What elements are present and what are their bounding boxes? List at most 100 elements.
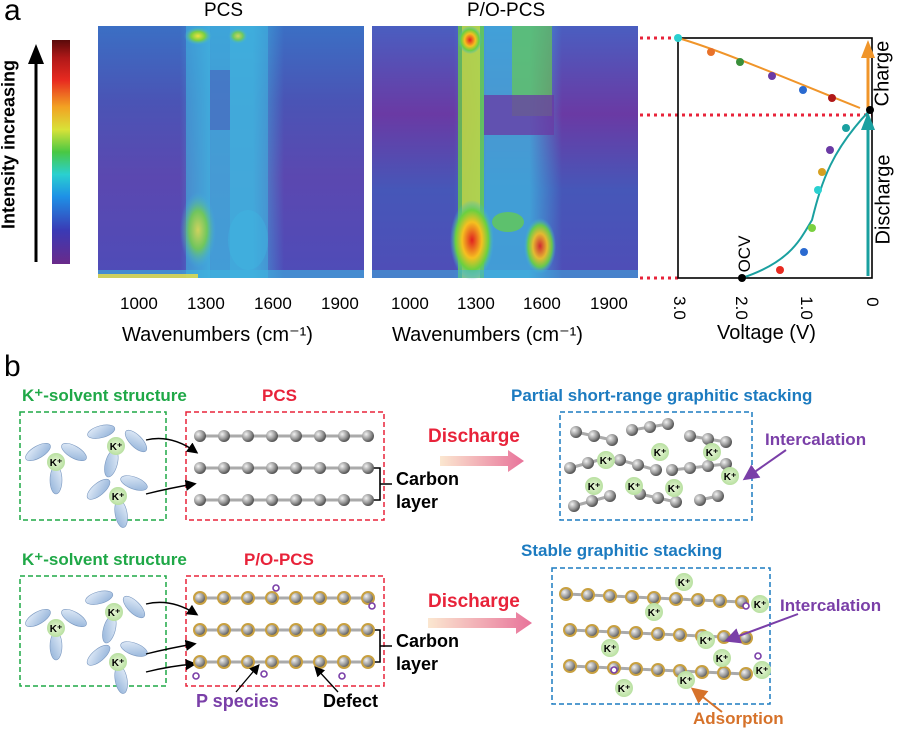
carbon-atom	[670, 496, 682, 508]
carbon-atom	[362, 430, 374, 442]
popcs-tick-1600: 1600	[523, 294, 561, 313]
row2-carbon-box	[185, 575, 385, 687]
carbon-atom	[265, 655, 279, 669]
carbon-atom	[564, 462, 576, 474]
carbon-atom	[717, 666, 731, 680]
carbon-atom	[720, 458, 732, 470]
carbon-atom	[607, 625, 621, 639]
row1-carbon-box	[185, 411, 385, 521]
k-ion	[47, 619, 65, 637]
pcs-tick-1300: 1300	[187, 294, 225, 313]
carbon-atom	[314, 430, 326, 442]
carbon-atom	[568, 500, 580, 512]
carbon-atom	[337, 623, 351, 637]
k-ion	[651, 443, 669, 461]
popcs-xlabel: Wavenumbers (cm⁻¹)	[392, 324, 583, 346]
row1-solvent-box	[19, 411, 167, 521]
carbon-atom	[289, 655, 303, 669]
p-species-pointer	[235, 664, 260, 693]
carbon-atom	[289, 623, 303, 637]
k-ion	[597, 451, 615, 469]
p-species-dot	[610, 666, 618, 674]
k-ion-label: K⁺	[654, 448, 667, 459]
p-species-dot	[192, 672, 200, 680]
carbon-atom	[361, 655, 375, 669]
k-ion-label: K⁺	[588, 482, 601, 493]
carbon-atom	[585, 624, 599, 638]
carbon-atom	[241, 623, 255, 637]
popcs-tick-1300: 1300	[457, 294, 495, 313]
carbon-atom	[290, 430, 302, 442]
carbon-atom	[241, 655, 255, 669]
k-solvent-complex	[25, 442, 87, 495]
carbon-atom	[588, 430, 600, 442]
carbon-atom	[218, 494, 230, 506]
k-ion	[615, 679, 633, 697]
carbon-atom	[695, 665, 709, 679]
carbon-atom	[720, 436, 732, 448]
p-species-dot	[754, 652, 762, 660]
carbon-atom	[666, 464, 678, 476]
row2-material-title: P/O-PCS	[244, 550, 314, 569]
carbon-atom	[265, 591, 279, 605]
carbon-atom	[652, 492, 664, 504]
carbon-atom	[614, 454, 626, 466]
stack-bond	[671, 462, 727, 472]
carbon-atom	[582, 457, 594, 469]
popcs-tick-1000: 1000	[391, 294, 429, 313]
row1-result-title: Partial short-range graphitic stacking	[511, 386, 813, 405]
carbon-atom	[651, 627, 665, 641]
carbon-atom	[338, 430, 350, 442]
k-ion-label: K⁺	[110, 442, 123, 453]
k-ion-label: K⁺	[680, 676, 693, 687]
row1-intercalation-arrow	[742, 449, 787, 481]
panel-b-letter: b	[4, 350, 21, 383]
k-ion-label: K⁺	[706, 448, 719, 459]
p-species-label: P species	[196, 691, 279, 711]
carbon-atom	[650, 464, 662, 476]
k-ion	[721, 467, 739, 485]
row1-material-title: PCS	[262, 386, 297, 405]
k-ion	[677, 671, 695, 689]
carbon-atom	[313, 591, 327, 605]
adsorption-label: Adsorption	[693, 709, 784, 728]
k-ion	[753, 661, 771, 679]
k-ion	[109, 487, 127, 505]
carbon-atom	[629, 626, 643, 640]
carbon-atom	[218, 430, 230, 442]
k-ion	[47, 453, 65, 471]
carbon-atom	[713, 594, 727, 608]
carbon-atom	[217, 655, 231, 669]
carbon-atom	[570, 426, 582, 438]
row1-intercalation-label: Intercalation	[765, 430, 867, 449]
carbon-atom	[266, 430, 278, 442]
carbon-atom	[563, 623, 577, 637]
k-ion	[105, 603, 123, 621]
pcs-tick-1900: 1900	[321, 294, 359, 313]
row2-intercalation-label: Intercalation	[780, 596, 882, 615]
carbon-atom	[337, 655, 351, 669]
carbon-atom	[586, 495, 598, 507]
popcs-tick-1900: 1900	[590, 294, 628, 313]
defect-label: Defect	[323, 691, 379, 711]
carbon-atom	[632, 459, 644, 471]
insertion-arrow	[145, 639, 197, 655]
carbon-atom	[314, 462, 326, 474]
carbon-atom	[217, 591, 231, 605]
k-ion	[625, 477, 643, 495]
defect-pointer	[314, 666, 339, 693]
k-ion-label: K⁺	[604, 644, 617, 655]
adsorption-arrow	[690, 687, 723, 713]
carbon-atom	[563, 659, 577, 673]
carbon-atom	[266, 494, 278, 506]
carbon-atom	[691, 593, 705, 607]
p-species-dot	[272, 584, 280, 592]
carbon-atom	[684, 430, 696, 442]
carbon-atom	[712, 490, 724, 502]
k-ion	[703, 443, 721, 461]
k-ion-label: K⁺	[700, 636, 713, 647]
carbon-atom	[193, 655, 207, 669]
k-solvent-complex	[86, 641, 148, 694]
carbon-atom	[290, 494, 302, 506]
carbon-atom	[651, 663, 665, 677]
